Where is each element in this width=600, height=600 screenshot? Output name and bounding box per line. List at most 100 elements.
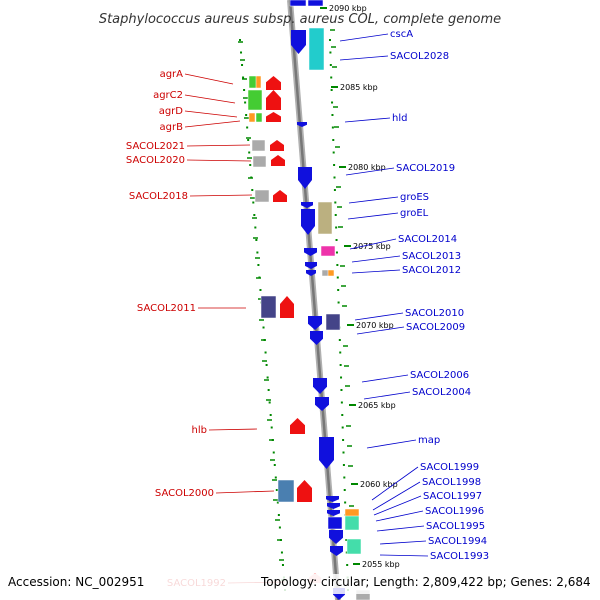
track-dot — [331, 101, 334, 104]
gene-agrC2-block — [247, 89, 263, 111]
track-dot — [340, 376, 343, 379]
track-dot — [270, 426, 273, 429]
left-connector — [184, 94, 236, 104]
track-dot — [341, 426, 344, 429]
left-connector — [186, 144, 251, 147]
right-gene-label: SACOL1996 — [425, 506, 484, 517]
gene-SACOL2020-arrow — [271, 155, 285, 166]
topology-text: Topology: circular; Length: 2,809,422 bp… — [260, 575, 591, 589]
left-gene-label: SACOL2018 — [129, 191, 188, 202]
left-connector — [184, 120, 241, 128]
right-gene-label: SACOL2012 — [402, 265, 461, 276]
gene-forward — [289, 0, 307, 7]
right-gene-label: SACOL2004 — [412, 387, 471, 398]
gene-cscA-arrow — [291, 30, 306, 54]
track-dot — [331, 126, 334, 129]
forward-strand-labels: cscASACOL2028hldSACOL2019groESgroELSACOL… — [390, 29, 489, 562]
track-dot — [337, 289, 340, 291]
track-dot — [259, 289, 262, 291]
gene-SACOL2010-block — [325, 313, 341, 331]
track-dot — [342, 451, 345, 454]
gene-SACOL1998-arrow — [327, 503, 340, 509]
right-connector — [363, 391, 411, 400]
track-dot — [341, 414, 344, 416]
gene-SACOL1999-arrow — [326, 496, 339, 502]
gene-SACOL2004-arrow — [315, 397, 329, 411]
gene-SACOL2021-block — [251, 139, 266, 152]
gene-SACOL2021-arrow — [270, 140, 284, 151]
gene-SACOL2011-arrow — [280, 296, 294, 318]
gene-groES-arrow — [301, 202, 313, 208]
gene-agrB-arrow — [266, 112, 281, 122]
track-dot — [343, 489, 346, 491]
track-dot — [247, 139, 250, 141]
track-dot — [332, 151, 335, 154]
right-gene-label: SACOL1998 — [422, 477, 481, 488]
track-dot — [267, 389, 270, 391]
right-connector — [347, 212, 399, 220]
right-gene-label: SACOL2009 — [406, 322, 465, 333]
gene-SACOL1994-block — [346, 538, 362, 555]
scale-tick-label: 2085 kbp — [340, 83, 378, 92]
left-gene-label: hlb — [192, 425, 207, 436]
track-dot — [280, 551, 283, 554]
gene-SACOL2000-arrow — [297, 480, 312, 502]
gene-agrC2-arrow — [266, 90, 281, 110]
right-connector — [379, 540, 427, 545]
track-dot — [274, 476, 277, 479]
track-dot — [242, 76, 245, 79]
track-dot — [245, 114, 248, 116]
track-dot — [278, 526, 281, 529]
track-dot — [336, 276, 339, 279]
gene-forward — [307, 0, 324, 7]
gene-SACOL2014-block — [320, 245, 336, 257]
track-dot — [252, 201, 255, 204]
right-connector — [354, 312, 404, 321]
gene-SACOL2028 — [308, 27, 325, 71]
right-connector — [372, 481, 421, 511]
right-gene-label: SACOL2006 — [410, 370, 469, 381]
gene-SACOL2014-arrow — [304, 248, 317, 256]
right-connector — [345, 167, 395, 176]
gene-SACOL2019-arrow — [298, 167, 312, 189]
track-dot — [342, 464, 345, 466]
right-gene-label: SACOL2014 — [398, 234, 457, 245]
track-dot — [334, 201, 337, 204]
left-gene-label: agrA — [160, 69, 184, 80]
track-dot — [273, 464, 276, 466]
left-connector — [208, 428, 258, 431]
track-dot — [248, 151, 251, 154]
gene-SACOL1996-block — [344, 515, 360, 531]
track-dot — [253, 214, 256, 216]
right-connector — [375, 510, 424, 522]
track-dot — [256, 251, 259, 254]
gene-SACOL2011-block — [260, 295, 277, 319]
right-connector — [366, 439, 417, 449]
accession-text: Accession: NC_002951 — [8, 575, 144, 589]
gene-SACOL2012-end — [327, 269, 335, 277]
track-dot — [243, 89, 246, 91]
right-gene-label: SACOL2028 — [390, 51, 449, 62]
gene-hlb-arrow — [290, 418, 305, 434]
gene-SACOL2018-arrow — [273, 190, 287, 202]
track-dot — [333, 164, 336, 166]
gene-agrD-block — [248, 112, 256, 123]
track-dot — [255, 239, 258, 241]
gene-groEL-block — [317, 201, 333, 235]
left-gene-label: SACOL2000 — [155, 488, 214, 499]
track-dot — [329, 39, 331, 41]
track-dot — [334, 214, 337, 216]
gene-SACOL1995-block — [327, 516, 343, 530]
track-dot — [251, 189, 254, 191]
gene-SACOL1993-arrow — [330, 546, 343, 556]
track-dot — [345, 539, 348, 541]
track-dot — [336, 264, 339, 266]
right-gene-label: cscA — [390, 29, 413, 40]
right-connector — [339, 55, 389, 61]
gene-SACOL2013-arrow — [305, 262, 317, 269]
track-dot — [338, 339, 341, 341]
gene-hld — [297, 122, 307, 127]
track-dot — [272, 451, 275, 454]
